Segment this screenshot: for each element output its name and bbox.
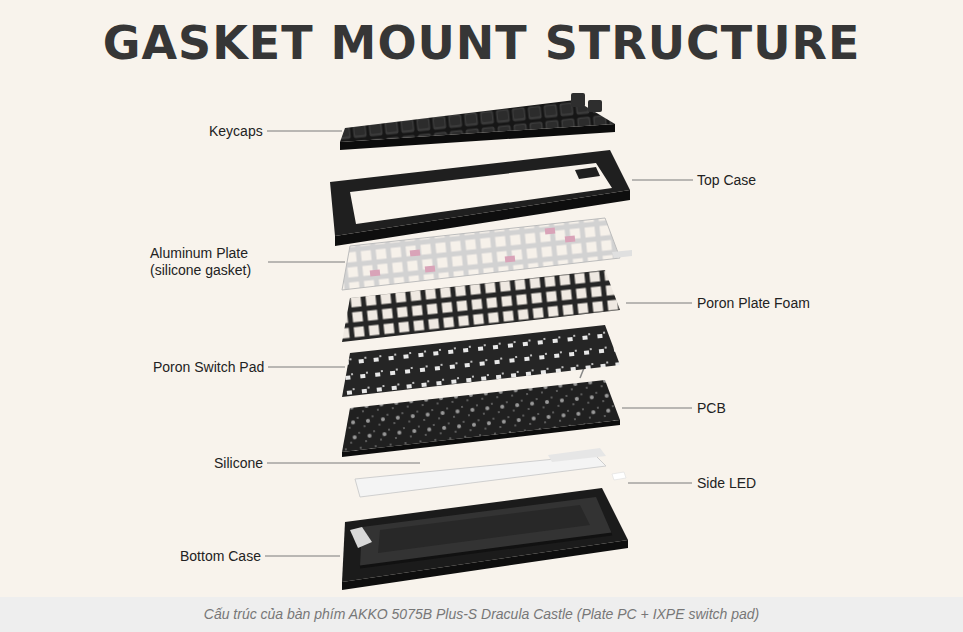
part-label: PCB xyxy=(697,400,726,417)
part-label: Side LED xyxy=(697,475,756,492)
part-label: Poron Plate Foam xyxy=(697,295,810,312)
title: GASKET MOUNT STRUCTURE xyxy=(0,16,963,70)
part-label: Aluminum Plate (silicone gasket) xyxy=(150,245,268,279)
part-label: Keycaps xyxy=(209,123,263,140)
caption: Cấu trúc của bàn phím AKKO 5075B Plus-S … xyxy=(0,606,963,622)
part-label: Top Case xyxy=(697,172,756,189)
part-label: Bottom Case xyxy=(180,548,261,565)
part-label: Silicone xyxy=(214,455,263,472)
part-label: Poron Switch Pad xyxy=(153,359,264,376)
